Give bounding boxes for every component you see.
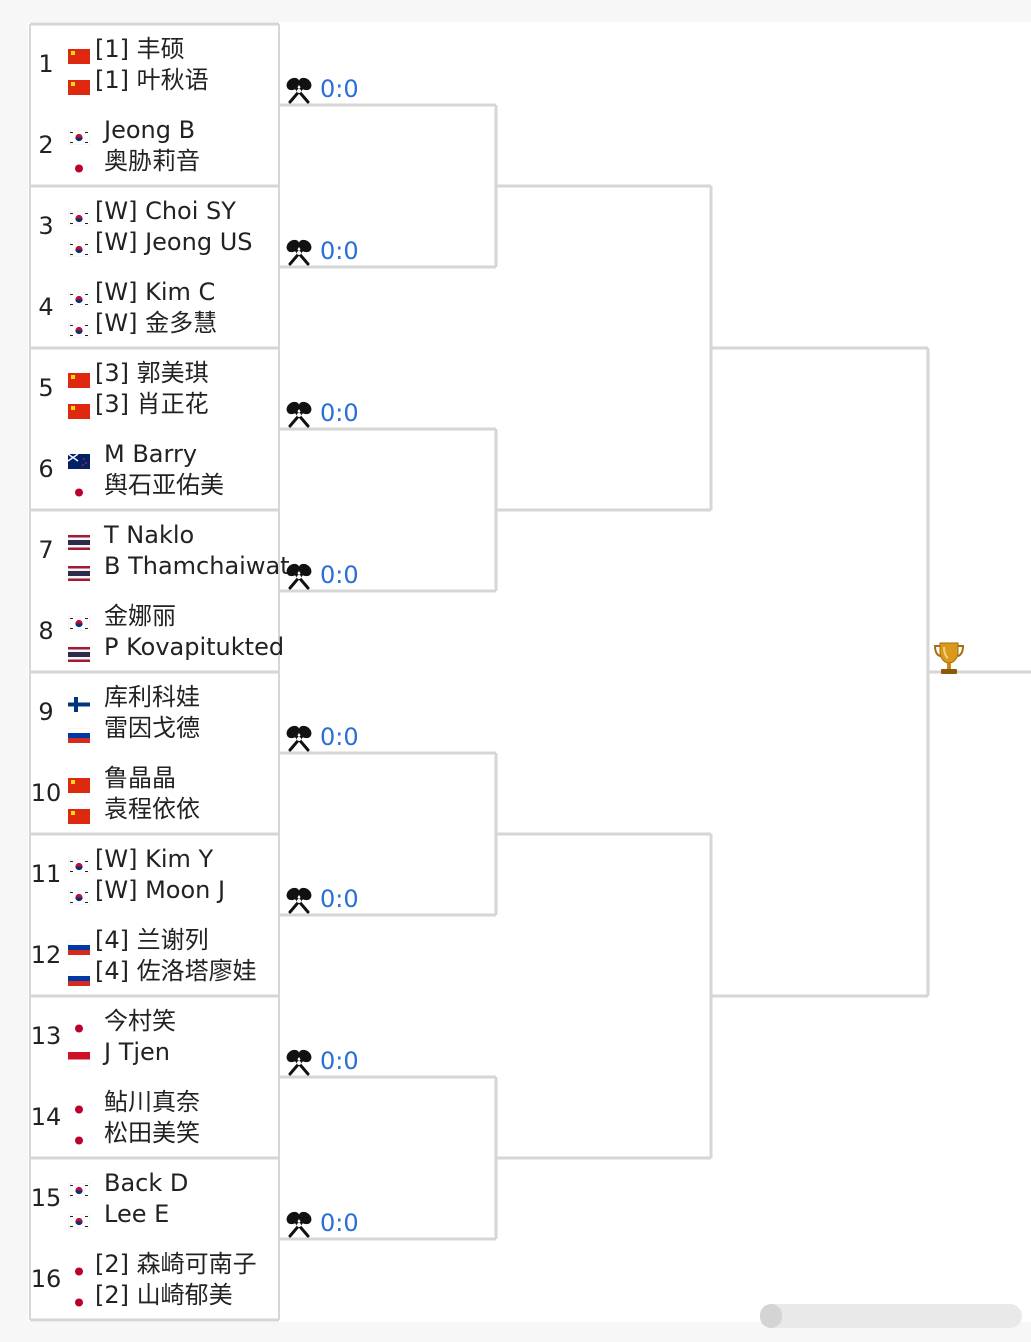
- draw-position-number: 2: [38, 131, 54, 159]
- draw-position-number: 12: [30, 941, 62, 969]
- draw-position-number: 4: [38, 293, 54, 321]
- player-name: B Thamchaiwat: [104, 551, 290, 580]
- flag-kr-icon: [67, 203, 91, 227]
- player-name: J Tjen: [104, 1037, 171, 1066]
- crossed-rackets-icon: [286, 77, 312, 104]
- player-name: 鲁晶晶: [104, 764, 176, 792]
- flag-cn-icon: [68, 770, 90, 793]
- score-text: 0:0: [320, 723, 359, 751]
- score-text: 0:0: [320, 399, 359, 427]
- player-name: [W] 金多慧: [95, 308, 218, 337]
- draw-position-number: 16: [30, 1265, 62, 1293]
- flag-kr-icon: [67, 1206, 91, 1229]
- flag-cn-icon: [68, 72, 90, 95]
- flag-th-icon: [68, 527, 90, 550]
- flag-th-icon: [68, 558, 90, 581]
- draw-position-number: 1: [38, 50, 54, 78]
- crossed-rackets-icon: [286, 1211, 312, 1238]
- player-name: [2] 山崎郁美: [95, 1280, 233, 1309]
- horizontal-scrollbar[interactable]: [760, 1304, 1022, 1328]
- score-text: 0:0: [320, 75, 359, 103]
- draw-position-number: 7: [38, 536, 54, 564]
- draw-position-number: 5: [38, 374, 54, 402]
- flag-cn-icon: [68, 801, 90, 824]
- crossed-rackets-icon: [286, 239, 312, 266]
- player-name: [W] Choi SY: [95, 197, 236, 225]
- flag-ru-icon: [67, 963, 91, 986]
- player-name: Back D: [104, 1169, 189, 1197]
- draw-position-number: 13: [30, 1022, 62, 1050]
- player-name: [4] 兰谢列: [95, 926, 209, 954]
- player-name: [W] Kim Y: [95, 845, 214, 873]
- score-text: 0:0: [320, 1209, 359, 1237]
- player-name: 雷因戈德: [104, 713, 200, 742]
- draw-position-number: 9: [38, 698, 54, 726]
- flag-jp-icon: [68, 1287, 90, 1310]
- player-name: 鲇川真奈: [104, 1088, 200, 1116]
- score-text: 0:0: [320, 885, 359, 913]
- draw-position-number: 6: [38, 455, 54, 483]
- flag-kr-icon: [67, 315, 91, 338]
- flag-nz-icon: [67, 446, 90, 469]
- player-name: [2] 森崎可南子: [95, 1250, 257, 1278]
- player-name: 奥胁莉音: [104, 146, 200, 175]
- crossed-rackets-icon: [286, 401, 312, 428]
- draw-position-number: 15: [30, 1184, 62, 1212]
- flag-jp-icon: [68, 477, 90, 500]
- flag-kr-icon: [67, 284, 91, 308]
- draw-position-number: 10: [30, 779, 62, 807]
- score-text: 0:0: [320, 1047, 359, 1075]
- crossed-rackets-icon: [286, 1049, 312, 1076]
- flag-cn-icon: [68, 365, 90, 388]
- player-name: P Kovapitukted: [104, 632, 285, 661]
- draw-position-number: 11: [30, 860, 62, 888]
- trophy-icon: [932, 640, 966, 680]
- player-name: [1] 叶秋语: [95, 65, 209, 94]
- draw-position-number: 3: [38, 212, 54, 240]
- flag-id-icon: [67, 1044, 91, 1067]
- flag-kr-icon: [67, 608, 91, 632]
- scrollbar-thumb[interactable]: [760, 1304, 782, 1328]
- flag-cn-icon: [68, 396, 90, 419]
- player-name: [3] 肖正花: [95, 389, 209, 418]
- player-name: [W] Moon J: [95, 875, 226, 904]
- flag-ru-icon: [67, 932, 91, 956]
- player-name: Lee E: [104, 1199, 170, 1228]
- player-name: 袁程依依: [104, 794, 200, 823]
- flag-jp-icon: [68, 1125, 90, 1148]
- player-name: 松田美笑: [104, 1118, 200, 1147]
- flag-kr-icon: [67, 234, 91, 257]
- player-name: 舆石亚佑美: [104, 470, 224, 499]
- player-name: [4] 佐洛塔廖娃: [95, 956, 257, 985]
- crossed-rackets-icon: [286, 563, 312, 590]
- player-name: 金娜丽: [104, 602, 176, 630]
- flag-fi-icon: [68, 689, 90, 712]
- player-name: 库利科娃: [104, 683, 200, 711]
- player-name: [W] Kim C: [95, 278, 216, 306]
- draw-position-number: 14: [30, 1103, 62, 1131]
- flag-th-icon: [68, 639, 90, 662]
- player-name: M Barry: [104, 440, 198, 468]
- player-name: Jeong B: [104, 116, 196, 144]
- score-text: 0:0: [320, 237, 359, 265]
- score-text: 0:0: [320, 561, 359, 589]
- player-name: [W] Jeong US: [95, 227, 253, 256]
- crossed-rackets-icon: [286, 725, 312, 752]
- crossed-rackets-icon: [286, 887, 312, 914]
- player-name: [1] 丰硕: [95, 35, 185, 63]
- flag-jp-icon: [68, 153, 90, 176]
- flag-kr-icon: [67, 882, 91, 905]
- player-name: T Naklo: [104, 521, 195, 549]
- player-name: [3] 郭美琪: [95, 359, 209, 387]
- flag-kr-icon: [67, 851, 91, 875]
- flag-kr-icon: [67, 1175, 91, 1199]
- flag-jp-icon: [68, 1013, 90, 1036]
- flag-kr-icon: [67, 122, 91, 146]
- player-name: 今村笑: [104, 1007, 176, 1035]
- flag-jp-icon: [68, 1256, 90, 1279]
- flag-ru-icon: [67, 720, 91, 743]
- draw-position-number: 8: [38, 617, 54, 645]
- flag-cn-icon: [68, 41, 90, 64]
- flag-jp-icon: [68, 1094, 90, 1117]
